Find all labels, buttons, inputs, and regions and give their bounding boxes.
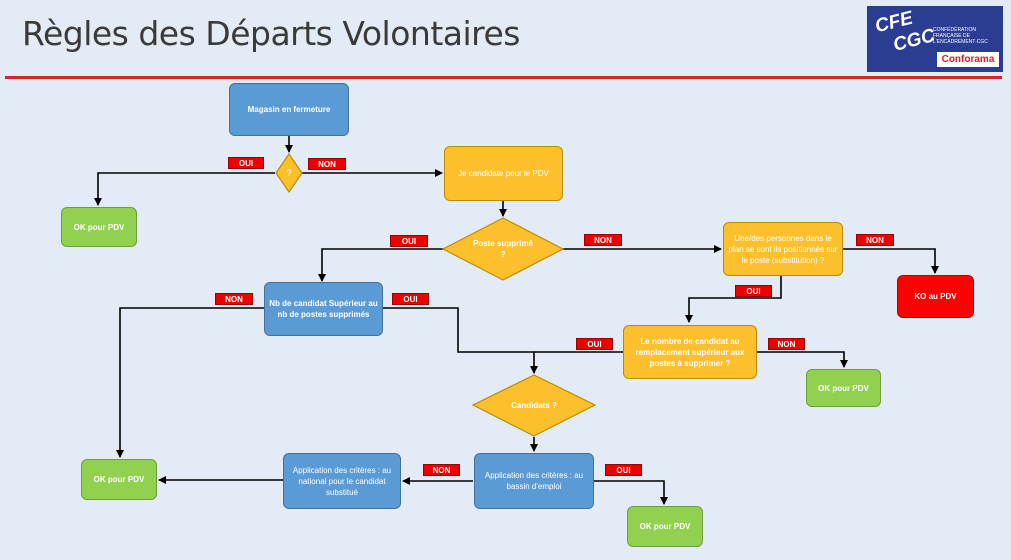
arrow-poste-oui — [318, 248, 444, 282]
node-ok-pour-pdv-bottom: OK pour PDV — [627, 506, 703, 547]
arrow-nb-oui — [383, 307, 538, 374]
logo-conforama: Conforama — [937, 52, 999, 67]
tag-oui-bassin: OUI — [605, 464, 642, 476]
tag-non-1: NON — [308, 158, 346, 170]
tag-non-substitution: NON — [856, 234, 894, 246]
tag-oui-nombre: OUI — [576, 338, 613, 350]
node-substitution: Une/des personnes dans le plan se sont i… — [723, 222, 843, 276]
tag-non-poste: NON — [584, 234, 622, 246]
node-nombre-candidat: Le nombre de candidat au remplacement su… — [623, 325, 757, 379]
tag-oui-poste: OUI — [390, 235, 428, 247]
arrow-nb-non — [116, 307, 265, 458]
node-ko-au-pdv: KO au PDV — [897, 275, 974, 318]
cfe-cgc-conforama-logo: CFE CGC CONFÉDÉRATION FRANÇAISE DE L'ENC… — [867, 6, 1003, 72]
decision-diamond-poste — [441, 217, 565, 281]
node-nb-candidat: Nb de candidat Supérieur au nb de postes… — [264, 282, 383, 336]
tag-oui-nb: OUI — [392, 293, 429, 305]
decision1-label: ? — [286, 167, 292, 178]
arrow-substitution-non — [843, 248, 939, 274]
node-ok-pour-pdv-top-left: OK pour PDV — [61, 207, 137, 247]
title-divider — [5, 76, 1002, 79]
node-ok-pour-pdv-right: OK pour PDV — [806, 369, 881, 407]
tag-non-bassin: NON — [423, 464, 460, 476]
arrow-substitution-oui — [685, 276, 782, 323]
decision-diamond-candidats — [471, 374, 597, 437]
tag-non-nb: NON — [215, 293, 253, 305]
arrow-bassin-oui — [594, 480, 668, 505]
tag-oui-1: OUI — [228, 157, 264, 169]
page-title: Règles des Départs Volontaires — [22, 14, 521, 53]
node-application-bassin: Application des critères : au bassin d'e… — [474, 453, 594, 509]
node-ok-pour-pdv-left: OK pour PDV — [81, 459, 157, 500]
node-je-candidate: Je candidate pour le PDV — [444, 146, 563, 201]
decision-diamond-1 — [275, 152, 303, 194]
poste-label: Poste supprimé ? — [472, 239, 533, 259]
arrow-decision-oui — [94, 172, 275, 206]
logo-confederation-text: CONFÉDÉRATION FRANÇAISE DE L'ENCADREMENT… — [933, 27, 988, 45]
node-application-national: Application des critères : au national p… — [283, 453, 401, 509]
candidats-label: Candidats ? — [511, 400, 557, 410]
node-magasin-en-fermeture: Magasin en fermeture — [229, 83, 349, 136]
tag-non-nombre: NON — [768, 338, 805, 350]
tag-oui-substitution: OUI — [735, 285, 772, 297]
arrow-nombre-non — [757, 351, 848, 368]
